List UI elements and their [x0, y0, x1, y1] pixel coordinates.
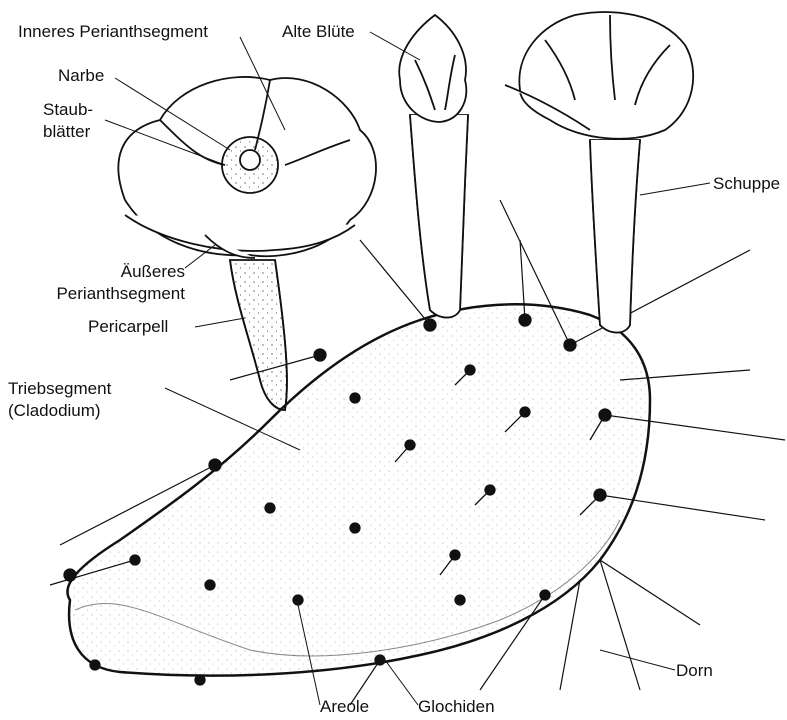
areole-mark — [293, 595, 303, 605]
label-dorn: Dorn — [676, 661, 713, 680]
label-aeusseres-1: Äußeres — [110, 262, 185, 281]
right-flower — [505, 12, 693, 332]
areole-mark — [455, 595, 465, 605]
areole-mark — [90, 660, 100, 670]
label-staub-2: blätter — [43, 122, 90, 141]
old-flower — [399, 15, 468, 318]
areole-mark — [350, 393, 360, 403]
label-aeusseres-2: Perianthsegment — [30, 284, 185, 303]
label-areole: Areole — [320, 697, 369, 716]
label-staub-1: Staub- — [43, 100, 93, 119]
areole-mark — [265, 503, 275, 513]
label-trieb-2: (Cladodium) — [8, 401, 101, 420]
left-flower — [118, 77, 376, 410]
cladode — [67, 304, 650, 675]
areole-mark — [205, 580, 215, 590]
label-pericarpell: Pericarpell — [88, 317, 168, 336]
areole-mark — [195, 675, 205, 685]
label-glochiden: Glochiden — [418, 697, 495, 716]
label-inner-perianth: Inneres Perianthsegment — [18, 22, 208, 41]
areole-mark — [350, 523, 360, 533]
label-alte-bluete: Alte Blüte — [282, 22, 355, 41]
label-trieb-1: Triebsegment — [8, 379, 111, 398]
label-schuppe: Schuppe — [713, 174, 780, 193]
label-narbe: Narbe — [58, 66, 104, 85]
